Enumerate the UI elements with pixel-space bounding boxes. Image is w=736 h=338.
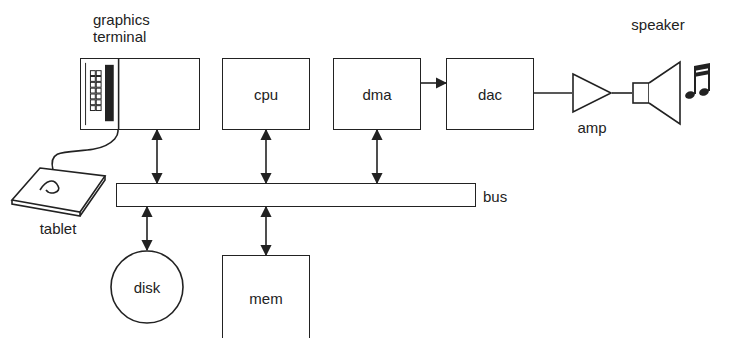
connector [376,130,378,183]
process-box: dma [333,58,421,130]
process-box: cpu [222,58,310,130]
tablet-symbol-outline [10,166,106,214]
node-text: dma [362,86,391,103]
connector [421,82,446,84]
node-label: bus [483,188,523,205]
terminal-box-outline [81,59,199,129]
tablet-symbol: tablet [10,166,106,214]
connector [534,92,572,94]
terminal-box: graphics terminal [80,58,200,130]
node-label: amp [568,119,616,136]
bus-band: bus [116,183,476,207]
node-label: tablet [18,220,98,237]
disk-circle: disk [110,250,184,324]
music-note-symbol [684,63,710,100]
node-label: mem [223,290,309,307]
node-text: disk [134,279,161,296]
connector [265,207,267,255]
connector [265,130,267,183]
amplifier-symbol-outline [572,73,612,113]
node-text: cpu [254,86,278,103]
connector [146,207,148,250]
node-label: graphics terminal [93,11,157,45]
process-box: dac [446,58,534,130]
tablet-cable [52,130,118,174]
speaker-symbol: speaker [632,60,682,126]
node-text: dac [478,86,502,103]
amplifier-symbol: amp [572,73,612,113]
connector [156,130,158,183]
node-label: speaker [618,16,698,33]
connector [612,92,632,94]
speaker-symbol-outline [632,60,682,126]
memory-box: mem [222,255,310,338]
